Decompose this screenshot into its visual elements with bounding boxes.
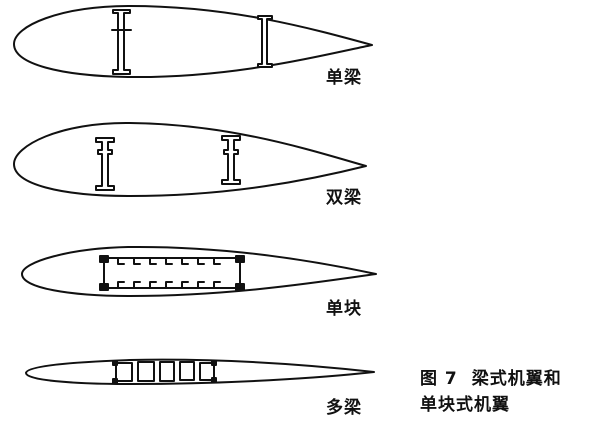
- airfoil-single-block: [22, 247, 376, 296]
- cell-4: [180, 362, 194, 380]
- spar-front: [96, 138, 114, 190]
- spar-rear: [222, 136, 240, 184]
- cell-2: [138, 362, 154, 381]
- label-multi-spar: 多梁: [326, 398, 362, 418]
- airfoil-single-spar: [14, 6, 372, 77]
- spar-front: [113, 10, 130, 74]
- caption-title-2: 单块式机翼: [420, 395, 510, 415]
- cell-1: [116, 363, 132, 381]
- figure-caption: 图 7 梁式机翼和 单块式机翼: [420, 366, 600, 418]
- label-twin-spar: 双梁: [326, 188, 362, 208]
- block-box: [104, 258, 240, 288]
- spar-rear: [258, 16, 272, 67]
- cell-3: [160, 362, 174, 381]
- caption-title-1: 梁式机翼和: [471, 369, 562, 389]
- airfoil-twin-spar: [14, 123, 366, 196]
- airfoil-multi-spar: [26, 360, 374, 384]
- figure-number: 图 7: [420, 369, 458, 389]
- label-single-block: 单块: [326, 299, 362, 319]
- caption-line-1: 图 7 梁式机翼和: [420, 366, 600, 392]
- label-single-spar: 单梁: [326, 68, 362, 88]
